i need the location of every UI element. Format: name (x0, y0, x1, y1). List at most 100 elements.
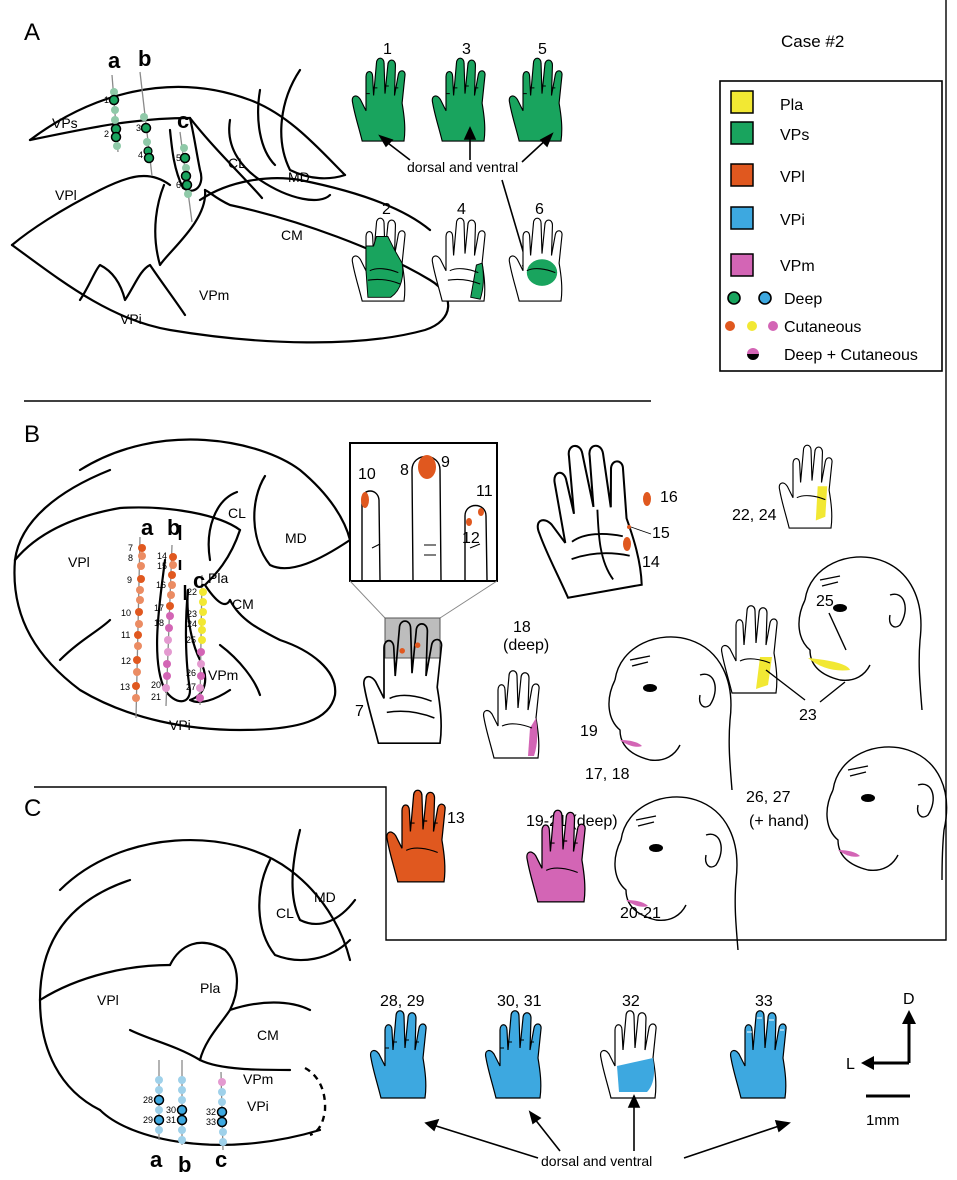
region-label: MD (314, 889, 336, 905)
site-number: 12 (121, 656, 131, 666)
panel-c-region-labels: CL MD VPl Pla CM VPm VPi (97, 889, 336, 1114)
region-label: VPs (52, 115, 78, 131)
orientation-d: D (903, 991, 915, 1008)
svg-text:VPm: VPm (780, 258, 815, 275)
region-label: VPm (243, 1071, 273, 1087)
svg-text:Deep: Deep (784, 291, 822, 308)
site-number: 8 (128, 553, 133, 563)
hand-label: 5 (538, 41, 547, 58)
hand-label: 16 (660, 489, 678, 506)
region-label: VPl (97, 992, 119, 1008)
site-number: 33 (206, 1117, 216, 1127)
hand-label: 23 (799, 707, 817, 724)
region-label: CM (232, 596, 254, 612)
track-label: a (150, 1147, 163, 1172)
site-number: 5 (176, 153, 181, 163)
hand-palm-outline (779, 445, 832, 528)
hand-label: 32 (622, 993, 640, 1010)
hand-dorsal-blue (371, 1011, 426, 1098)
hand-label: 14 (642, 554, 660, 571)
site-number: 16 (156, 580, 166, 590)
annotation-arrows (426, 1096, 789, 1158)
track-label: c (177, 108, 189, 133)
legend: Case #2 Pla VPs VPl VPi VPm Deep (720, 32, 942, 371)
legend-deep: Deep (728, 291, 822, 308)
region-label: VPi (247, 1098, 269, 1114)
hand-label: 15 (652, 525, 670, 542)
hand-label: 28, 29 (380, 993, 425, 1010)
hand-label: 19 (580, 723, 598, 740)
panel-c-hands: 28, 29 30, 31 32 33 dorsal and ventral (371, 993, 789, 1169)
region-label: CL (276, 905, 294, 921)
hand-label: 26, 27 (746, 789, 791, 806)
scale-bar: 1mm (866, 1096, 910, 1129)
panel-c-thalamus-outline (40, 830, 355, 1145)
inset-label: 8 (400, 462, 409, 479)
svg-text:Pla: Pla (780, 97, 803, 114)
track-label: c (215, 1147, 227, 1172)
site-number: 28 (143, 1095, 153, 1105)
hand-label: 2 (382, 201, 391, 218)
region-label: VPm (199, 287, 229, 303)
annotation-text: dorsal and ventral (407, 159, 518, 175)
site-number: 29 (143, 1115, 153, 1125)
panel-label-c: C (24, 795, 41, 822)
svg-text:Cutaneous: Cutaneous (784, 319, 861, 336)
legend-item: VPl (731, 164, 805, 186)
hand-label: 17, 18 (585, 766, 630, 783)
monkey-face (827, 747, 947, 880)
hand-label: 18 (513, 619, 531, 636)
hand-palm-outline (601, 1011, 656, 1098)
hand-label: 30, 31 (497, 993, 542, 1010)
legend-cutaneous: Cutaneous (725, 319, 861, 336)
site-number: 4 (138, 150, 143, 160)
site-number: 7 (128, 543, 133, 553)
site-number: 18 (154, 618, 164, 628)
region-label: VPi (120, 311, 142, 327)
orientation-l: L (846, 1056, 855, 1073)
region-label: CL (228, 155, 246, 171)
svg-text:VPl: VPl (780, 169, 805, 186)
track-label: a (108, 48, 121, 73)
hand-label: 33 (755, 993, 773, 1010)
region-label: MD (285, 530, 307, 546)
site-number: 2 (104, 129, 109, 139)
hand-label: (deep) (503, 637, 549, 654)
site-number: 13 (120, 682, 130, 692)
track-label: b (138, 46, 151, 71)
svg-text:VPi: VPi (780, 212, 805, 229)
hand-dorsal-green (509, 58, 562, 141)
site-number: 26 (186, 668, 196, 678)
hand-palm-large (525, 438, 644, 600)
legend-deep-plus-cutaneous: Deep + Cutaneous (747, 347, 918, 364)
hand-label: 25 (816, 593, 834, 610)
hand-palm-outline (722, 606, 777, 693)
hand-label: 4 (457, 201, 466, 218)
hand-label: 22, 24 (732, 507, 777, 524)
site-number: 6 (176, 180, 181, 190)
legend-item: VPs (731, 122, 809, 144)
site-number: 24 (187, 619, 197, 629)
site-number: 9 (127, 575, 132, 585)
site-number: 15 (157, 561, 167, 571)
inset-label: 9 (441, 454, 450, 471)
site-number: 27 (186, 682, 196, 692)
site-number: 22 (187, 587, 197, 597)
track-label: b (178, 1152, 191, 1177)
legend-item: VPm (731, 254, 815, 276)
hand-label: 20-21 (620, 905, 661, 922)
legend-title: Case #2 (781, 32, 844, 51)
hand-label: (+ hand) (749, 813, 809, 830)
hand-label: 3 (462, 41, 471, 58)
hand-dorsal-orange (387, 790, 445, 882)
hand-palm-outline (352, 218, 405, 301)
site-number: 21 (151, 692, 161, 702)
panel-label-a: A (24, 19, 40, 46)
region-label: CM (281, 227, 303, 243)
site-number: 17 (154, 603, 164, 613)
monkey-face (615, 797, 738, 950)
region-label: Pla (200, 980, 220, 996)
panel-a-electrode-tracks: a b c (108, 46, 192, 222)
hand-palm-outline (432, 218, 485, 301)
site-number: 14 (157, 551, 167, 561)
